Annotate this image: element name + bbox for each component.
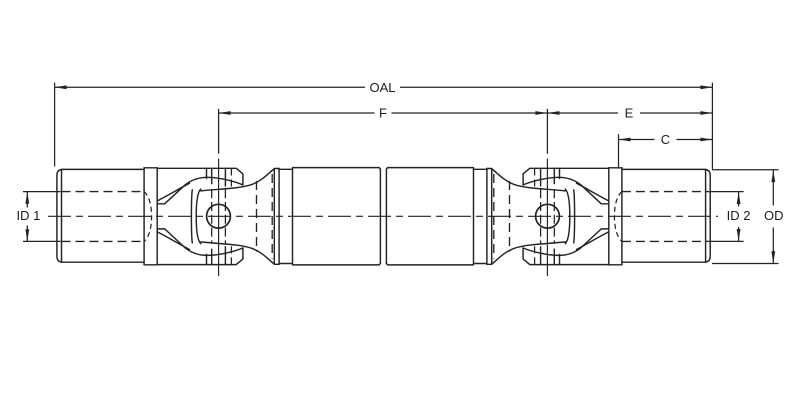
svg-text:C: C [661,132,670,147]
svg-text:OD: OD [764,208,784,223]
svg-text:E: E [625,106,634,121]
svg-text:OAL: OAL [369,80,395,95]
svg-text:F: F [379,106,387,121]
svg-text:ID 1: ID 1 [16,208,40,223]
svg-text:ID 2: ID 2 [727,208,751,223]
